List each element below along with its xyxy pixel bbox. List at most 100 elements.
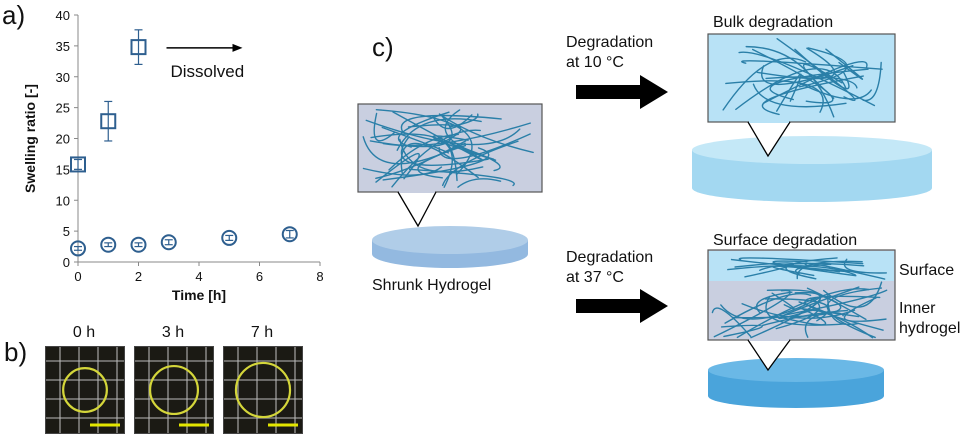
hydrogel-ring (148, 364, 200, 416)
polymer-fiber (400, 142, 479, 179)
x-axis-title: Time [h] (172, 287, 226, 303)
polymer-fiber (741, 60, 883, 70)
hydrogel-degradation-diagram (357, 33, 932, 408)
polymer-fiber (438, 137, 458, 182)
polymer-fiber (397, 111, 450, 148)
surface-disk-top (708, 358, 884, 382)
panel-a-label: a) (2, 0, 26, 30)
y-tick-label: 25 (56, 101, 70, 116)
polymer-fiber (400, 136, 489, 166)
arrow-top-line2: at 10 °C (566, 54, 624, 71)
callout-pointer (397, 191, 437, 228)
polymer-fiber (369, 114, 453, 148)
polymer-fiber (804, 262, 886, 280)
x-tick-label: 4 (195, 269, 202, 284)
polymer-fiber (843, 297, 887, 322)
polymer-fiber (738, 257, 864, 265)
circle-data-point (221, 229, 238, 246)
shrunk-hydrogel-label: Shrunk Hydrogel (372, 277, 492, 294)
callout-pointer (747, 121, 791, 158)
polymer-fiber (798, 82, 872, 100)
circle-data-point (160, 234, 177, 251)
polymer-fiber (843, 258, 888, 274)
polymer-fiber (720, 294, 826, 320)
y-tick-label: 20 (56, 132, 70, 147)
polymer-fiber (751, 48, 834, 104)
panel-c-label: c) (372, 32, 394, 62)
x-tick-label: 2 (135, 269, 142, 284)
polymer-fiber (441, 140, 519, 187)
polymer-fiber (724, 292, 812, 324)
polymer-fiber (396, 118, 482, 151)
arrow-icon-bottom (576, 289, 668, 323)
dissolved-arrow-head (232, 43, 243, 52)
y-tick-label: 10 (56, 193, 70, 208)
surface-degradation-title: Surface degradation (713, 232, 858, 249)
inner-hydrogel-line2: hydrogel (899, 320, 961, 337)
square-data-point (130, 39, 147, 56)
y-tick-label: 0 (63, 255, 70, 270)
polymer-fiber (825, 48, 864, 80)
polymer-fiber (775, 297, 821, 330)
square-data-point (100, 113, 117, 130)
arrow-icon-top (576, 75, 668, 109)
y-tick-label: 40 (56, 10, 70, 23)
arrow-bottom-line1: Degradation (566, 249, 654, 266)
polymer-fiber (761, 64, 854, 86)
polymer-fiber (776, 38, 856, 102)
polymer-fiber (457, 178, 502, 188)
hydrogel-photo (134, 346, 214, 434)
polymer-fiber (769, 68, 869, 101)
callout-pointer (747, 339, 791, 372)
y-tick-label: 30 (56, 70, 70, 85)
y-tick-label: 5 (63, 224, 70, 239)
y-tick-label: 35 (56, 39, 70, 54)
circle-data-point (70, 240, 86, 257)
polymer-fiber (804, 295, 884, 331)
square-data-point (70, 156, 86, 173)
circle-data-point (100, 236, 117, 253)
polymer-fiber (826, 287, 883, 339)
hydrogel-photo (45, 346, 125, 434)
panel-b-label: b) (4, 337, 28, 367)
photo-time-label: 3 h (161, 324, 185, 341)
polymer-fiber (785, 289, 888, 316)
polymer-fiber (722, 57, 807, 111)
polymer-fiber (778, 286, 860, 320)
circle-data-point (281, 226, 298, 243)
polymer-fiber (365, 119, 521, 146)
x-tick-label: 6 (256, 269, 263, 284)
inner-hydrogel-line1: Inner (899, 300, 936, 317)
hydrogel-ring (234, 361, 292, 419)
polymer-fiber (741, 303, 856, 319)
polymer-fiber (759, 262, 865, 271)
y-tick-label: 15 (56, 162, 70, 177)
polymer-fiber (806, 287, 867, 321)
dissolved-annotation: Dissolved (171, 62, 245, 81)
polymer-fiber (794, 263, 832, 275)
bulk-degradation-title: Bulk degradation (713, 14, 834, 31)
surface-label: Surface (899, 262, 955, 279)
bulk-disk-side (692, 150, 932, 202)
y-axis-title: Swelling ratio [-] (22, 84, 38, 193)
polymer-fiber (755, 291, 793, 314)
arrow-top-line1: Degradation (566, 34, 654, 51)
polymer-fiber (736, 288, 870, 339)
arrow-bottom-line2: at 37 °C (566, 269, 624, 286)
polymer-fiber (362, 166, 443, 176)
hydrogel-ring (62, 367, 108, 413)
bulk-disk-top (692, 136, 932, 164)
shrunk-disk-top (372, 226, 528, 254)
polymer-fiber (827, 292, 860, 326)
x-tick-label: 8 (316, 269, 323, 284)
hydrogel-photo (223, 346, 303, 434)
polymer-fiber (370, 133, 453, 188)
polymer-fiber (382, 147, 490, 181)
x-tick-label: 0 (74, 269, 81, 284)
photo-time-label: 0 h (72, 324, 96, 341)
polymer-fiber (735, 68, 847, 111)
polymer-fiber (400, 114, 502, 133)
polymer-fiber (771, 292, 795, 310)
polymer-fiber (765, 295, 847, 326)
